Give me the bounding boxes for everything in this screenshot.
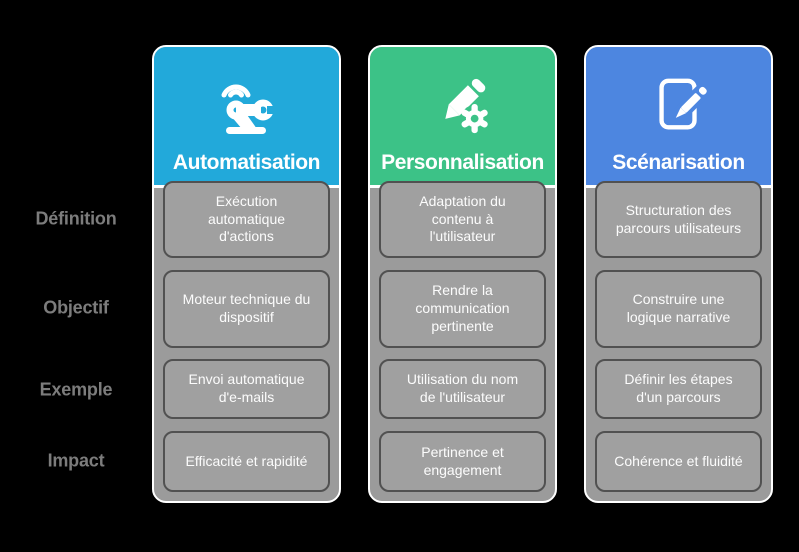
column-automatisation: Automatisation Exécution automatique d'a…	[152, 45, 341, 503]
column-title: Automatisation	[172, 151, 321, 174]
cell-scenarisation-impact: Cohérence et fluidité	[595, 431, 762, 492]
row-label-definition: Définition	[35, 208, 117, 229]
pencil-gear-icon	[432, 57, 494, 152]
column-personnalisation: Personnalisation Adaptation du contenu à…	[368, 45, 557, 503]
cell-automatisation-objectif: Moteur technique du dispositif	[163, 270, 330, 348]
cell-scenarisation-exemple: Définir les étapes d'un parcours	[595, 359, 762, 419]
cell-personnalisation-exemple: Utilisation du nom de l'utilisateur	[379, 359, 546, 419]
column-scenarisation-header: Scénarisation	[586, 47, 771, 188]
column-title: Personnalisation	[381, 151, 544, 174]
cell-automatisation-exemple: Envoi automatique d'e-mails	[163, 359, 330, 419]
column-automatisation-header: Automatisation	[154, 47, 339, 188]
row-label-objectif: Objectif	[43, 297, 109, 318]
notebook-pen-icon	[648, 57, 710, 152]
cell-automatisation-definition: Exécution automatique d'actions	[163, 181, 330, 258]
cell-scenarisation-objectif: Construire une logique narrative	[595, 270, 762, 348]
column-scenarisation: Scénarisation Structuration des parcours…	[584, 45, 773, 503]
cell-personnalisation-definition: Adaptation du contenu à l'utilisateur	[379, 181, 546, 258]
cell-automatisation-impact: Efficacité et rapidité	[163, 431, 330, 492]
column-title: Scénarisation	[612, 151, 745, 174]
cell-personnalisation-impact: Pertinence et engagement	[379, 431, 546, 492]
row-label-exemple: Exemple	[39, 379, 113, 400]
cell-personnalisation-objectif: Rendre la communication pertinente	[379, 270, 546, 348]
column-personnalisation-header: Personnalisation	[370, 47, 555, 188]
row-label-impact: Impact	[47, 450, 105, 471]
robot-arm-icon	[215, 57, 279, 152]
cell-scenarisation-definition: Structuration des parcours utilisateurs	[595, 181, 762, 258]
